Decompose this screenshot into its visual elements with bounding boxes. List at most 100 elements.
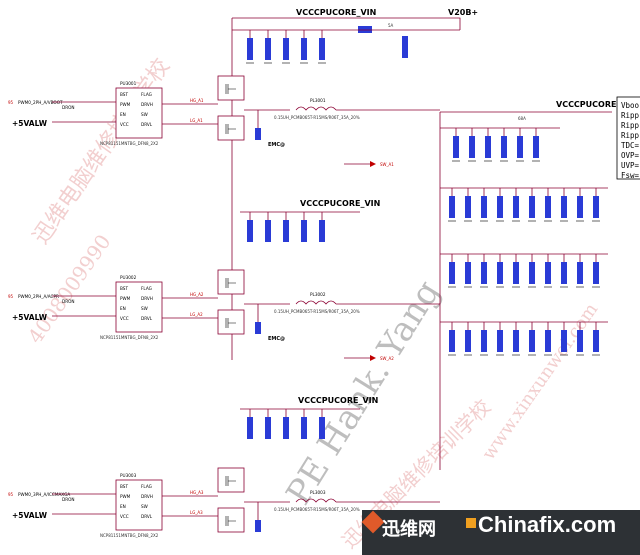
- pwm-side-index: 95: [8, 492, 14, 497]
- drvon-label: DRON: [62, 299, 75, 304]
- low-side-mosfet: [217, 507, 245, 533]
- input-capacitor: [319, 220, 325, 242]
- logo-en: Chinafix.com: [478, 512, 617, 537]
- output-capacitor: [577, 196, 583, 218]
- lg-net: LG_A3: [190, 510, 203, 515]
- high-side-mosfet: [217, 269, 245, 295]
- logo-square-icon: [466, 518, 476, 528]
- pwm-side-index: 95: [8, 100, 14, 105]
- input-capacitor: [319, 417, 325, 439]
- driver-part: NCP81151MNTBG_DFN8_2X2: [100, 335, 159, 340]
- output-cap-bank: [440, 127, 608, 356]
- spec-note-line: Ripp: [621, 121, 640, 130]
- net-v20b: V20B+: [448, 8, 478, 17]
- driver-pin: FLAG: [141, 92, 152, 97]
- output-capacitor: [465, 196, 471, 218]
- net-vin-bot: VCCCPUCORE_VIN: [298, 396, 378, 405]
- logo-banner: [362, 510, 640, 555]
- input-cap-row-top: [246, 30, 408, 439]
- spec-note-line: Vboo: [621, 101, 640, 110]
- output-capacitor: [593, 196, 599, 218]
- pwm-signal-label: PWM0_2PH_A/VBOOT: [18, 100, 63, 105]
- spec-note-line: OVP=: [621, 151, 640, 160]
- output-capacitor: [485, 136, 491, 158]
- output-capacitor: [469, 136, 475, 158]
- driver-pin: DRVL: [141, 316, 153, 321]
- driver-pin: SW: [141, 306, 148, 311]
- input-fuse: [358, 26, 372, 33]
- hg-net: HG_A3: [190, 490, 204, 495]
- high-side-mosfet: [217, 467, 245, 493]
- output-capacitor: [497, 262, 503, 284]
- supply-5valw: +5VALW: [12, 119, 48, 128]
- input-capacitor: [283, 220, 289, 242]
- output-capacitor: [517, 136, 523, 158]
- driver-pin: VCC: [120, 122, 129, 127]
- driver-ic: [115, 281, 163, 333]
- output-capacitor: [465, 330, 471, 352]
- input-capacitor: [247, 38, 253, 60]
- low-side-mosfet: [217, 309, 245, 335]
- net-vccpucore-vin-top: VCCCPUCORE_VIN: [296, 8, 376, 17]
- logo-cn: 迅维网: [382, 519, 436, 540]
- driver-pin: DRVH: [141, 296, 153, 301]
- driver-part: NCP81151MNTBG_DFN8_2X2: [100, 533, 159, 538]
- drvon-label: DRON: [62, 105, 75, 110]
- driver-pin: VCC: [120, 316, 129, 321]
- phase-3: PWM0_3PH_A/ICCMAXGA95DRON+5VALWPU3003NCP…: [8, 467, 440, 538]
- driver-pin: SW: [141, 112, 148, 117]
- driver-pin: VCC: [120, 514, 129, 519]
- pwm-side-index: 95: [8, 294, 14, 299]
- driver-ref: PU3003: [120, 473, 137, 478]
- output-capacitor: [593, 330, 599, 352]
- spec-note-line: TDC=: [621, 141, 640, 150]
- input-capacitor: [265, 220, 271, 242]
- output-capacitor: [513, 330, 519, 352]
- output-capacitor: [481, 196, 487, 218]
- driver-pin: EN: [120, 112, 126, 117]
- output-capacitor: [497, 330, 503, 352]
- driver-pin: PWM: [120, 494, 131, 499]
- output-capacitor: [561, 330, 567, 352]
- output-capacitor: [513, 262, 519, 284]
- input-capacitor: [301, 417, 307, 439]
- bulk-capacitor: [402, 36, 408, 58]
- lg-net: LG_A1: [190, 118, 203, 123]
- spec-note-line: Fsw=: [621, 171, 640, 180]
- hg-net: HG_A2: [190, 292, 204, 297]
- driver-ref: PU3002: [120, 275, 137, 280]
- output-capacitor: [465, 262, 471, 284]
- driver-ic: [115, 87, 163, 139]
- driver-pin: PWM: [120, 296, 131, 301]
- current-68a: 68A: [518, 116, 526, 121]
- top-rail-group: VCCCPUCORE_VIN V20B+ 5A VCCCPUCORE 68A: [231, 8, 616, 470]
- inductor-ref: PL3002: [310, 292, 326, 297]
- driver-ic: [115, 479, 163, 531]
- output-capacitor: [481, 330, 487, 352]
- input-capacitor: [301, 220, 307, 242]
- snubber-resistor: [255, 520, 261, 532]
- output-capacitor: [481, 262, 487, 284]
- snubber-resistor: [255, 128, 261, 140]
- driver-pin: DRVH: [141, 102, 153, 107]
- phase-block-2: VCCCPUCORE_VIN: [240, 396, 378, 410]
- output-capacitor: [497, 196, 503, 218]
- emc-marker: EMC@: [268, 336, 285, 342]
- driver-ref: PU3001: [120, 81, 137, 86]
- pwm-signal-label: PWM0_2PH_A/ACPR: [18, 294, 59, 299]
- low-side-mosfet: [217, 115, 245, 141]
- driver-pin: BST: [120, 484, 128, 489]
- driver-pin: EN: [120, 504, 126, 509]
- input-capacitor: [319, 38, 325, 60]
- inductor-ref: PL3003: [310, 490, 326, 495]
- drvon-label: DRON: [62, 497, 75, 502]
- output-capacitor: [529, 196, 535, 218]
- driver-pin: BST: [120, 286, 128, 291]
- output-capacitor: [453, 136, 459, 158]
- inductor-ref: PL3001: [310, 98, 326, 103]
- input-capacitor: [283, 417, 289, 439]
- driver-pin: FLAG: [141, 484, 152, 489]
- hg-net: HG_A1: [190, 98, 204, 103]
